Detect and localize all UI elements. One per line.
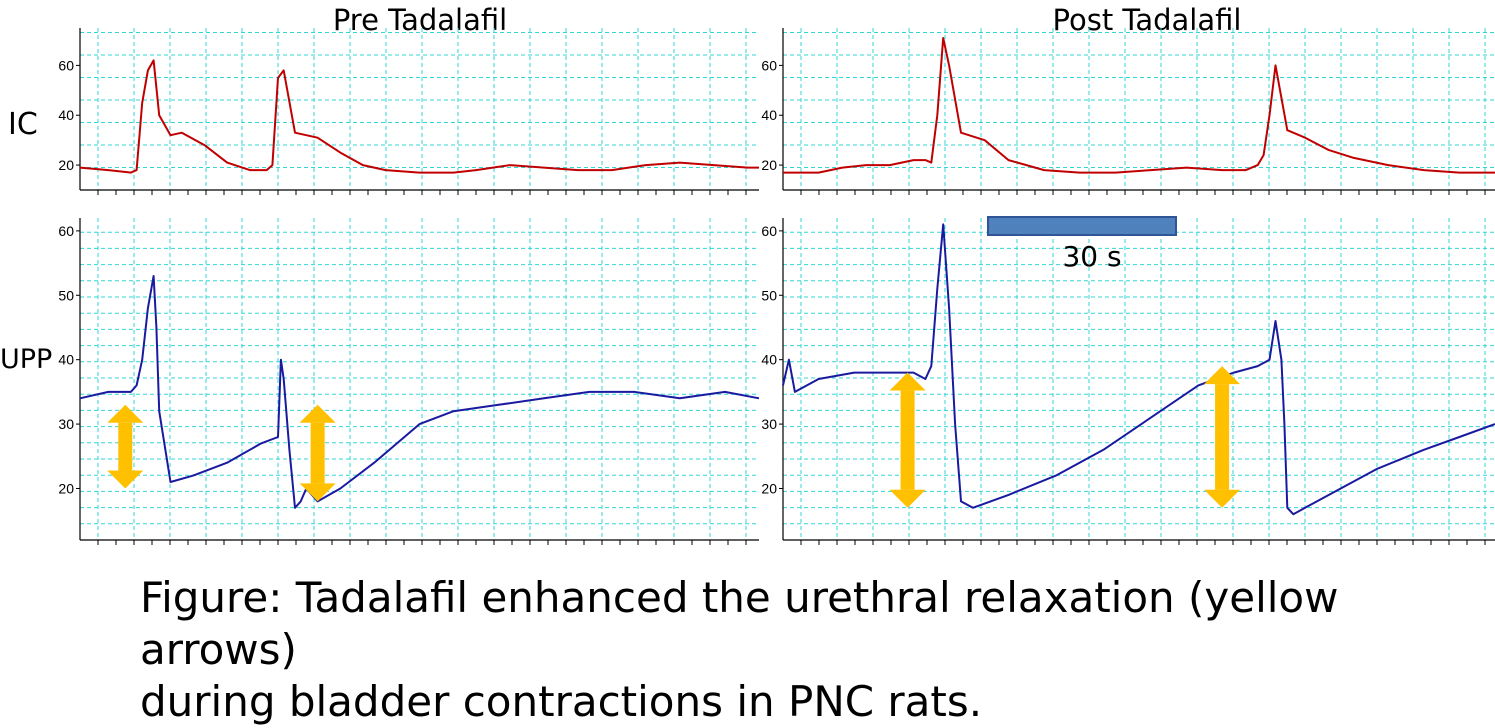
arrow-head-up (1204, 366, 1241, 385)
y-tick-label: 20 (58, 480, 74, 496)
relaxation-arrow (299, 404, 336, 502)
arrow-head-down (299, 483, 336, 502)
arrow-shaft (900, 390, 915, 490)
arrow-shaft (310, 422, 325, 484)
arrow-head-down (107, 470, 144, 489)
grid-pre-upp (80, 218, 759, 540)
trace-post-upp (782, 223, 1495, 516)
panel-title-pre: Pre Tadalafil (333, 3, 507, 37)
trace-pre-ic (79, 59, 759, 174)
arrow-head-up (299, 404, 336, 423)
grid-pre-ic (80, 28, 759, 190)
y-tick-label: 30 (58, 416, 74, 432)
arrow-head-up (107, 404, 144, 423)
chart-svg: Pre Tadalafil Post Tadalafil IC UPP 20 40… (0, 3, 1495, 545)
relaxation-arrow (889, 372, 926, 508)
panel-pre-upp: 20 30 40 50 60 (58, 218, 760, 545)
arrow-head-down (1204, 489, 1241, 508)
y-tick-label: 40 (58, 352, 74, 368)
scale-bar-label: 30 s (1062, 240, 1121, 273)
y-tick-label: 60 (761, 57, 777, 73)
y-tick-label: 20 (58, 157, 74, 173)
figure: Pre Tadalafil Post Tadalafil IC UPP 20 40… (0, 3, 1495, 726)
panel-pre-ic: 20 40 60 (58, 28, 759, 195)
arrow-shaft (1215, 384, 1230, 490)
row-label-upp: UPP (0, 344, 52, 375)
panel-post-upp: 20 30 40 50 60 (761, 218, 1495, 545)
caption-line-1: Figure: Tadalafil enhanced the urethral … (140, 573, 1339, 674)
relaxation-arrow (1204, 366, 1241, 508)
y-tick-label: 60 (761, 223, 777, 239)
y-tick-label: 20 (761, 480, 777, 496)
row-label-ic: IC (8, 107, 38, 142)
panel-post-ic: 20 40 60 (761, 28, 1495, 195)
y-tick-label: 60 (58, 223, 74, 239)
arrow-shaft (118, 422, 133, 471)
y-tick-label: 40 (58, 107, 74, 123)
caption-line-2: during bladder contractions in PNC rats. (140, 677, 983, 726)
panel-title-post: Post Tadalafil (1053, 3, 1242, 37)
panels: 20 40 60 20 40 60 20 30 40 50 60 20 30 40 50 60 (58, 28, 1495, 545)
y-tick-label: 30 (761, 416, 777, 432)
trace-pre-upp (79, 275, 760, 509)
grid-post-ic (783, 28, 1495, 190)
relaxation-arrow (107, 404, 144, 489)
scale-bar (987, 216, 1177, 236)
y-tick-label: 40 (761, 107, 777, 123)
y-tick-label: 60 (58, 57, 74, 73)
arrow-head-up (889, 372, 926, 391)
y-tick-label: 40 (761, 352, 777, 368)
y-tick-label: 50 (58, 287, 74, 303)
grid-post-upp (783, 218, 1495, 540)
y-tick-label: 50 (761, 287, 777, 303)
arrow-head-down (889, 489, 926, 508)
y-tick-label: 20 (761, 157, 777, 173)
figure-caption: Figure: Tadalafil enhanced the urethral … (140, 572, 1480, 728)
trace-post-ic (783, 37, 1495, 174)
